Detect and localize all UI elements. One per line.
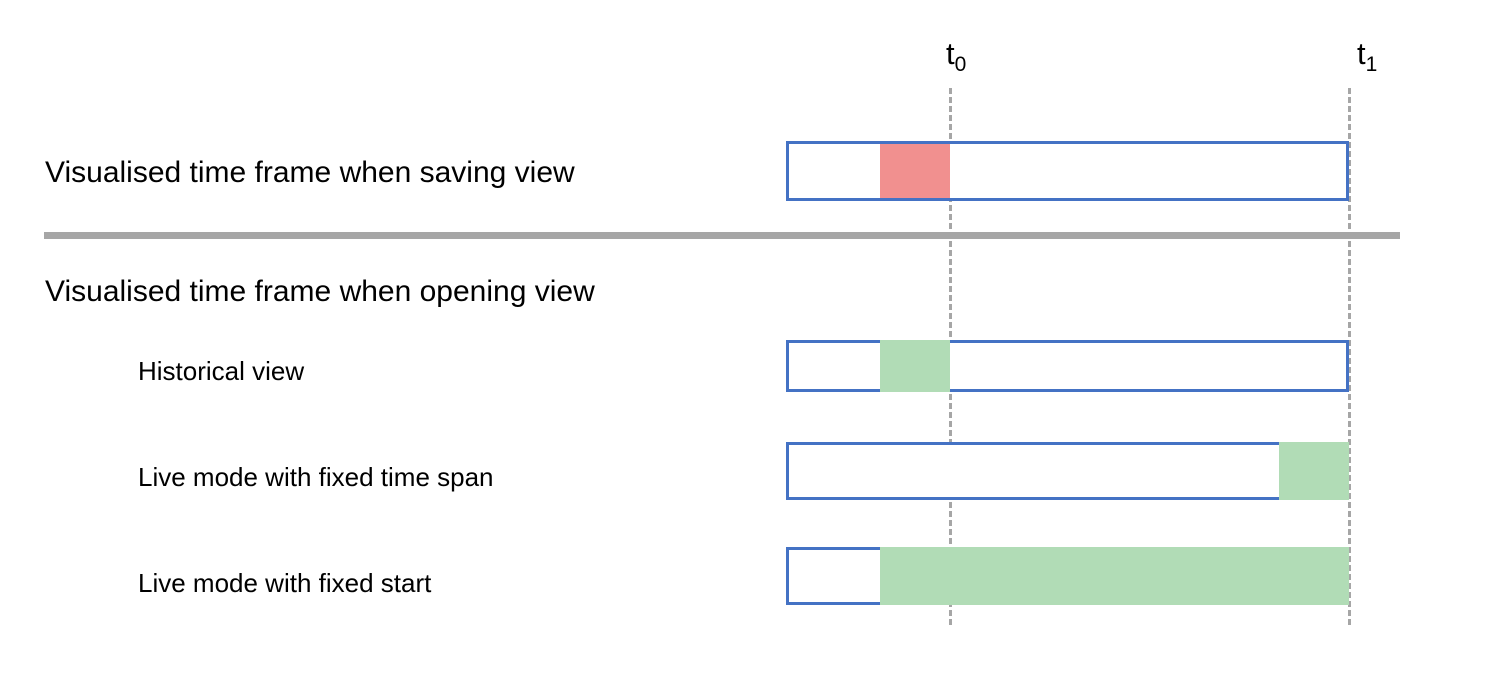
timeline-bar-historical-view (786, 340, 1349, 392)
row-label-historical-view: Historical view (138, 356, 305, 386)
time-marker-t0-subscript: 0 (954, 53, 967, 77)
time-marker-t0-label: t0 (946, 38, 966, 75)
timeline-bar-live-fixed-start (786, 547, 1349, 605)
time-marker-t0-base: t (946, 36, 955, 71)
timeline-bar-saving-view (786, 141, 1349, 201)
highlight-live-fixed-time-span (1279, 442, 1349, 500)
row-label-live-fixed-start: Live mode with fixed start (138, 568, 432, 598)
caption-opening-view: Visualised time frame when opening view (45, 275, 595, 308)
highlight-live-fixed-start (880, 547, 1349, 605)
caption-saving-view: Visualised time frame when saving view (45, 156, 575, 189)
time-marker-t1-base: t (1357, 36, 1366, 71)
row-label-live-fixed-time-span: Live mode with fixed time span (138, 462, 494, 492)
guide-line-t1 (1348, 88, 1351, 625)
highlight-historical-view (880, 340, 950, 392)
timeline-bar-live-fixed-time-span (786, 442, 1349, 500)
time-marker-t1-label: t1 (1357, 38, 1377, 75)
time-marker-t1-subscript: 1 (1365, 53, 1378, 77)
highlight-saved-time-frame (880, 144, 950, 198)
section-divider (44, 232, 1400, 239)
